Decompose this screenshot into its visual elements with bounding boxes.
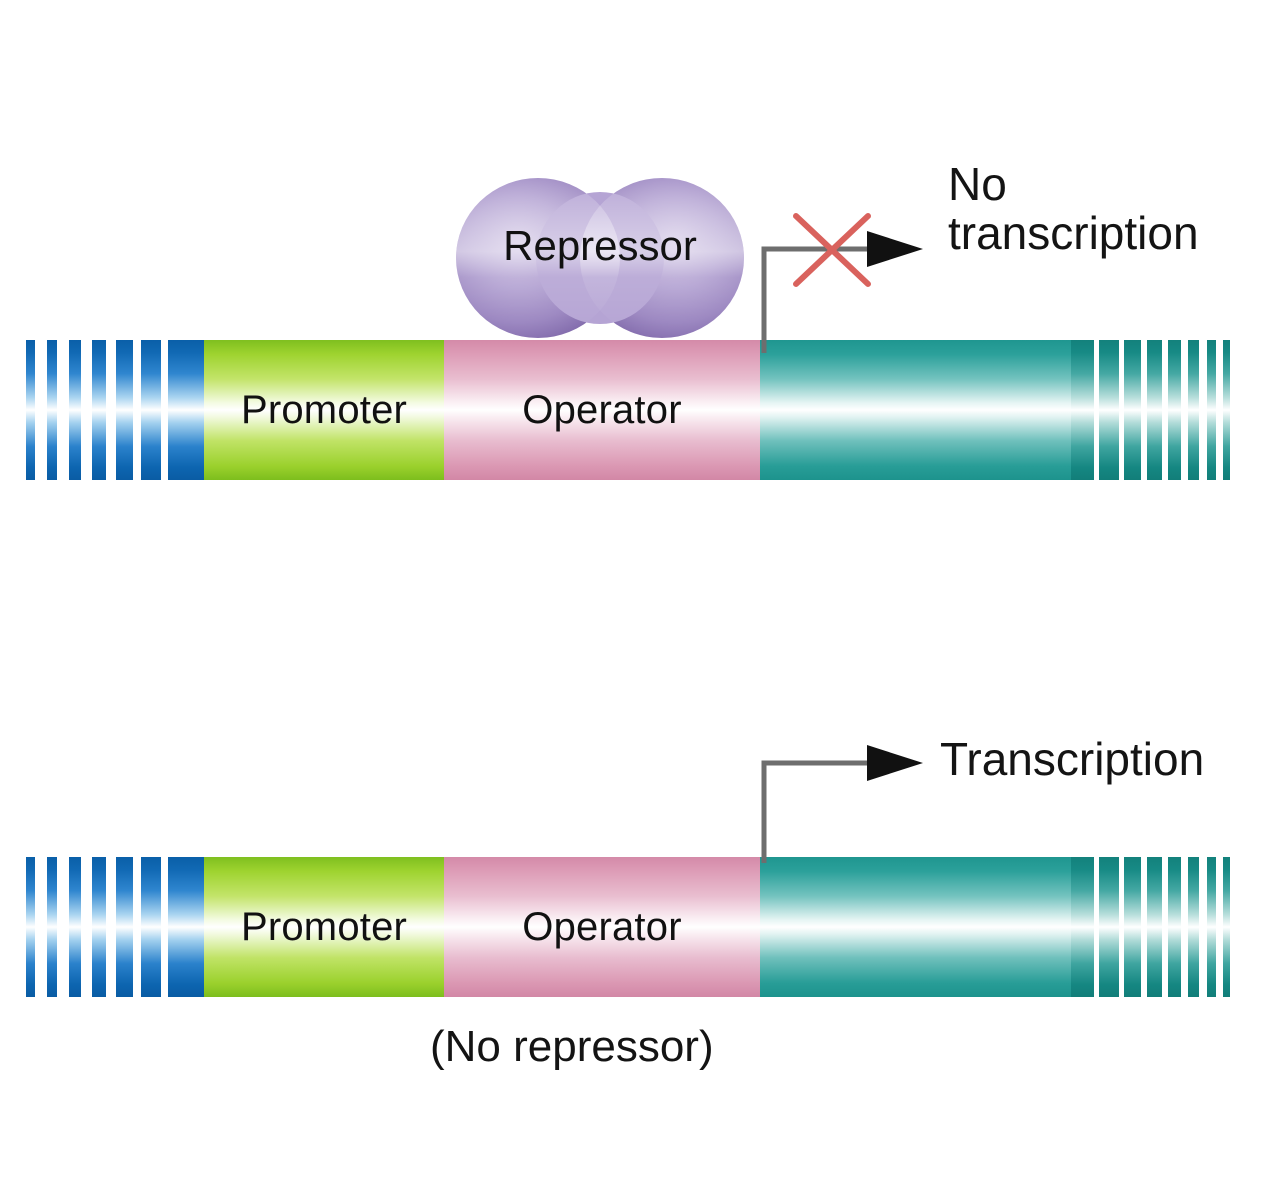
dna-stripe	[116, 857, 133, 997]
dna-stripe	[1223, 340, 1230, 480]
transcription-arrow-active	[761, 745, 923, 863]
dna-stripe	[1124, 340, 1141, 480]
dna-stripe	[1124, 857, 1141, 997]
dna-stripe	[1147, 340, 1162, 480]
segment-operator-label: Operator	[522, 904, 682, 949]
dna-stripe	[1099, 340, 1119, 480]
dna-stripe	[168, 857, 204, 997]
dna-stripe	[1147, 857, 1162, 997]
repressor-label: Repressor	[503, 222, 697, 269]
dna-stripe	[69, 857, 81, 997]
dna-stripe	[69, 340, 81, 480]
dna-stripe	[1071, 340, 1094, 480]
dna-stripe	[141, 340, 161, 480]
arrow-line	[761, 760, 873, 863]
dna-stripe	[26, 340, 35, 480]
segment-promoter-label: Promoter	[240, 387, 408, 432]
dna-strand-repressed: Promoter Operator	[0, 340, 1281, 480]
dna-stripe	[1207, 857, 1216, 997]
arrowhead-icon	[867, 231, 923, 267]
segment-operator: Operator	[444, 857, 760, 997]
dna-stripe	[1188, 340, 1199, 480]
segment-operator-label: Operator	[522, 387, 682, 432]
red-x-icon	[793, 213, 871, 287]
dna-stripe	[116, 340, 133, 480]
dna-left-flank-stripes	[0, 857, 204, 997]
segment-gene	[760, 340, 1071, 480]
dna-stripe	[1223, 857, 1230, 997]
dna-stripe	[47, 340, 57, 480]
segment-promoter: Promoter	[204, 857, 444, 997]
outcome-label-repressed: No transcription	[948, 158, 1199, 259]
segment-operator: Operator	[444, 340, 760, 480]
dna-stripe	[1099, 857, 1119, 997]
dna-stripe	[141, 857, 161, 997]
segment-gene	[760, 857, 1071, 997]
repressor-shape-icon	[456, 178, 744, 338]
dna-stripe	[168, 340, 204, 480]
dna-stripe	[1168, 340, 1181, 480]
dna-stripe	[47, 857, 57, 997]
dna-strand-derepressed: Promoter Operator	[0, 857, 1281, 997]
arrowhead-icon	[867, 745, 923, 781]
dna-stripe	[1207, 340, 1216, 480]
repressor-protein[interactable]: Repressor	[455, 170, 745, 345]
segment-promoter-label: Promoter	[240, 904, 408, 949]
dna-right-flank-stripes	[1071, 340, 1281, 480]
dna-stripe	[26, 857, 35, 997]
dna-stripe	[1188, 857, 1199, 997]
outcome-label-derepressed: Transcription	[940, 733, 1205, 785]
dna-right-flank-stripes	[1071, 857, 1281, 997]
dna-stripe	[1168, 857, 1181, 997]
dna-stripe	[92, 857, 106, 997]
dna-stripe	[92, 340, 106, 480]
panel-caption-no-repressor: (No repressor)	[430, 1022, 714, 1071]
transcription-arrow-blocked	[761, 213, 923, 353]
dna-left-flank-stripes	[0, 340, 204, 480]
segment-promoter: Promoter	[204, 340, 444, 480]
dna-stripe	[1071, 857, 1094, 997]
